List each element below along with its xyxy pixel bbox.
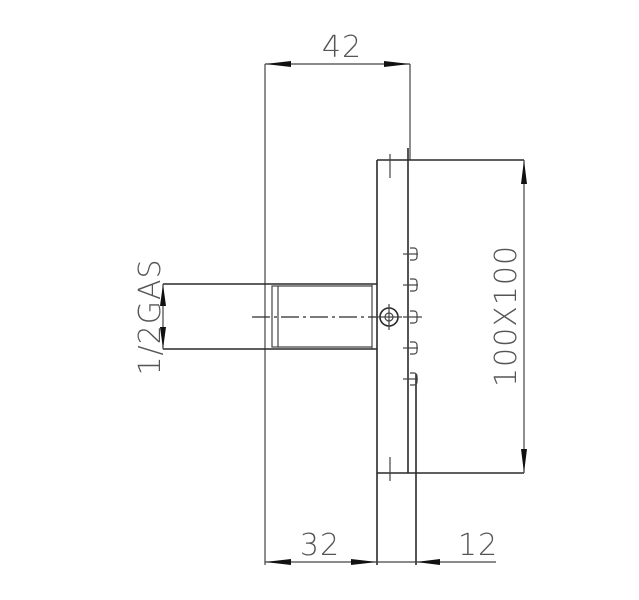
flange-screws xyxy=(403,247,422,386)
dimension-flange-size: 100X100 xyxy=(489,160,527,473)
dimension-shank-length: 32 xyxy=(265,528,377,565)
dimension-flange-thickness: 12 xyxy=(377,528,498,565)
dimension-label-12: 12 xyxy=(458,528,498,563)
arrow-down-icon xyxy=(160,327,166,349)
dimension-label-thread: 1/2GAS xyxy=(133,258,168,375)
arrow-right-icon xyxy=(384,61,410,67)
screw-icon xyxy=(403,341,418,355)
arrow-left-icon xyxy=(265,61,291,67)
threaded-shank xyxy=(163,283,377,350)
screw-icon xyxy=(403,278,418,292)
arrow-left-icon xyxy=(265,559,291,565)
center-mark-icon xyxy=(376,304,402,330)
dimension-thread: 1/2GAS xyxy=(133,258,168,375)
dimension-label-32: 32 xyxy=(300,528,340,563)
arrow-down-icon xyxy=(521,449,527,473)
screw-icon xyxy=(403,310,422,324)
arrow-up-icon xyxy=(160,284,166,306)
dimension-label-42: 42 xyxy=(322,30,362,65)
arrow-right-icon xyxy=(351,559,377,565)
flange-plate xyxy=(376,148,524,565)
arrow-left-icon xyxy=(416,559,440,565)
arrow-up-icon xyxy=(521,160,527,184)
dimension-label-100x100: 100X100 xyxy=(489,245,524,387)
screw-icon xyxy=(403,247,418,261)
dimension-overall-length: 42 xyxy=(264,30,411,565)
screw-icon xyxy=(403,372,418,386)
